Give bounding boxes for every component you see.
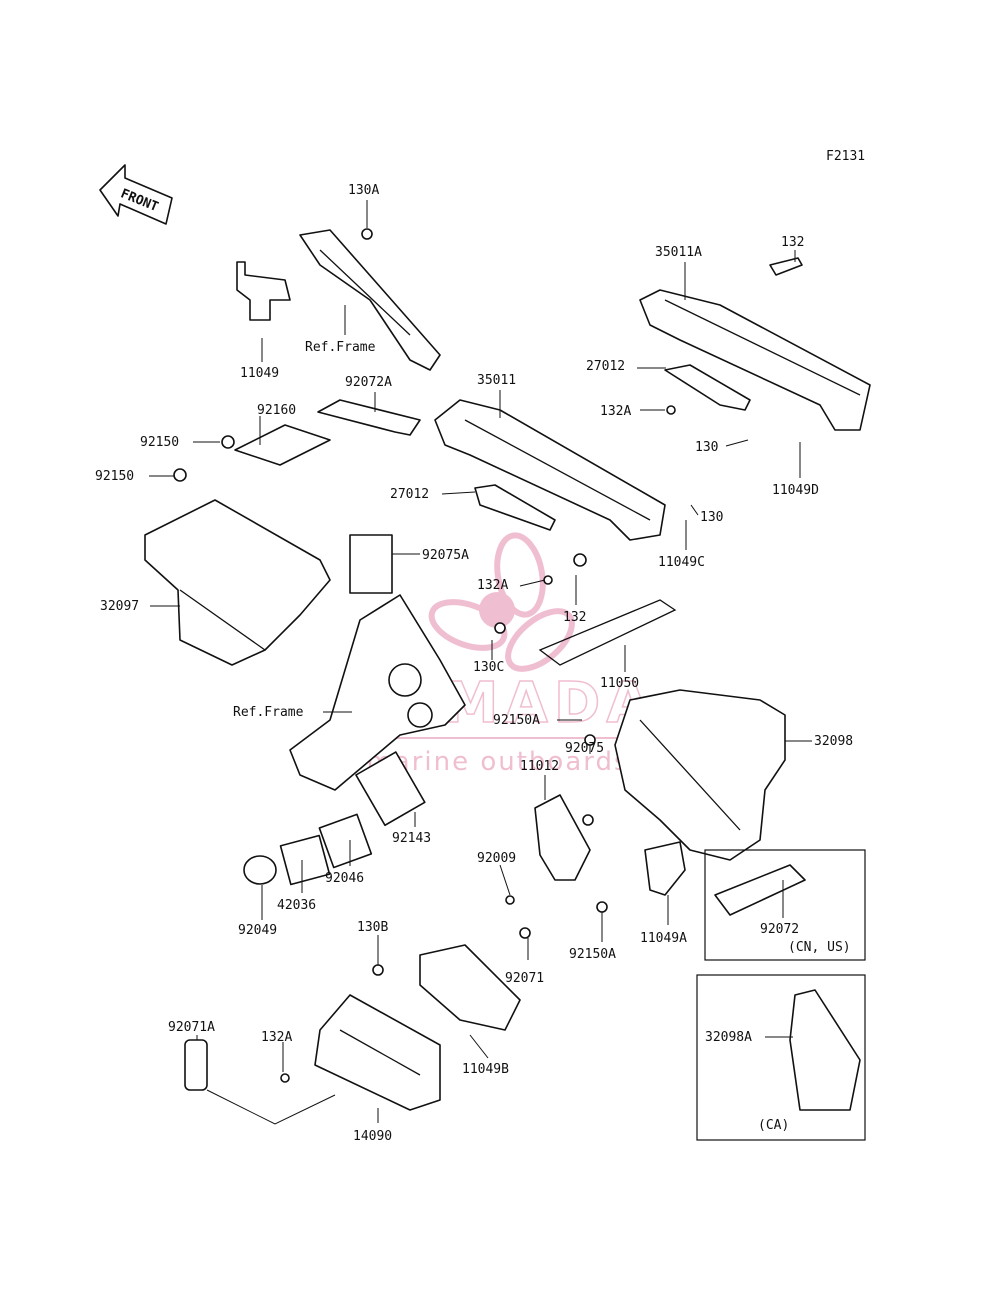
label-27012-mid: 27012 <box>390 487 429 502</box>
label-92075A: 92075A <box>422 548 469 563</box>
label-92072A: 92072A <box>345 375 392 390</box>
front-arrow-icon: FRONT <box>99 164 173 225</box>
label-92150A-low: 92150A <box>569 947 616 962</box>
label-ref-frame-top: Ref.Frame <box>305 340 376 355</box>
label-92150A-mid: 92150A <box>493 713 540 728</box>
seat-cover-35011 <box>434 399 666 541</box>
pad-92075A <box>349 534 393 594</box>
label-35011: 35011 <box>477 373 516 388</box>
label-11012: 11012 <box>520 759 559 774</box>
label-92071: 92071 <box>505 971 544 986</box>
label-11049C: 11049C <box>658 555 705 570</box>
label-92071A: 92071A <box>168 1020 215 1035</box>
watermark-tagline: marine outboards <box>366 747 629 777</box>
cover-32098 <box>614 689 786 861</box>
label-32098: 32098 <box>814 734 853 749</box>
bracket-27012-top <box>664 364 751 415</box>
label-ref-frame-mid: Ref.Frame <box>233 705 304 720</box>
label-92143: 92143 <box>392 831 431 846</box>
frame-pivot <box>289 594 466 791</box>
bracket-11049A <box>505 841 686 939</box>
propeller-logo-icon <box>428 532 575 672</box>
bracket-11049B <box>372 944 521 1031</box>
inset-box-cn-us <box>704 849 866 961</box>
label-11049: 11049 <box>240 366 279 381</box>
label-ca: (CA) <box>758 1118 789 1133</box>
label-92160: 92160 <box>257 403 296 418</box>
label-132-top: 132 <box>781 235 804 250</box>
inset-box-ca <box>696 974 866 1141</box>
label-32097: 32097 <box>100 599 139 614</box>
label-130B: 130B <box>357 920 388 935</box>
label-132-mid: 132 <box>563 610 586 625</box>
frame-rear-bracket <box>236 228 441 371</box>
label-132A-mid: 132A <box>477 578 508 593</box>
label-132A-top: 132A <box>600 404 631 419</box>
bracket-11050 <box>494 553 677 666</box>
label-132A-low: 132A <box>261 1030 292 1045</box>
label-27012-top: 27012 <box>586 359 625 374</box>
label-92009: 92009 <box>477 851 516 866</box>
label-42036: 42036 <box>277 898 316 913</box>
label-92150: 92150 <box>95 469 134 484</box>
label-130A: 130A <box>348 183 379 198</box>
label-130-upper: 130 <box>695 440 718 455</box>
leader-lines <box>149 200 812 1125</box>
stay-11012 <box>534 734 596 881</box>
label-cn-us: (CN, US) <box>788 940 851 955</box>
cover-32097 <box>144 435 331 666</box>
label-92072: 92072 <box>760 922 799 937</box>
label-130C: 130C <box>473 660 504 675</box>
pad-92160 <box>234 424 331 466</box>
label-130-mid: 130 <box>700 510 723 525</box>
inset-part-92072 <box>714 864 806 916</box>
inset-part-32098A <box>789 989 861 1111</box>
label-11049B: 11049B <box>462 1062 509 1077</box>
label-32098A: 32098A <box>705 1030 752 1045</box>
bushings <box>243 751 426 886</box>
label-11049D: 11049D <box>772 483 819 498</box>
tail-lamp-frame-14090 <box>184 994 441 1111</box>
figure-code: F2131 <box>826 149 865 164</box>
label-11050: 11050 <box>600 676 639 691</box>
label-92049: 92049 <box>238 923 277 938</box>
label-92046: 92046 <box>325 871 364 886</box>
label-35011A: 35011A <box>655 245 702 260</box>
label-92075: 92075 <box>565 741 604 756</box>
label-14090: 14090 <box>353 1129 392 1144</box>
seat-cover-35011A <box>639 257 871 431</box>
pad-92072A <box>317 399 421 436</box>
label-11049A: 11049A <box>640 931 687 946</box>
label-92150-top: 92150 <box>140 435 179 450</box>
part-labels: F2131 130A 11049 Ref.Frame 35011A 132 92… <box>95 149 865 1144</box>
bracket-27012-mid <box>474 484 556 585</box>
